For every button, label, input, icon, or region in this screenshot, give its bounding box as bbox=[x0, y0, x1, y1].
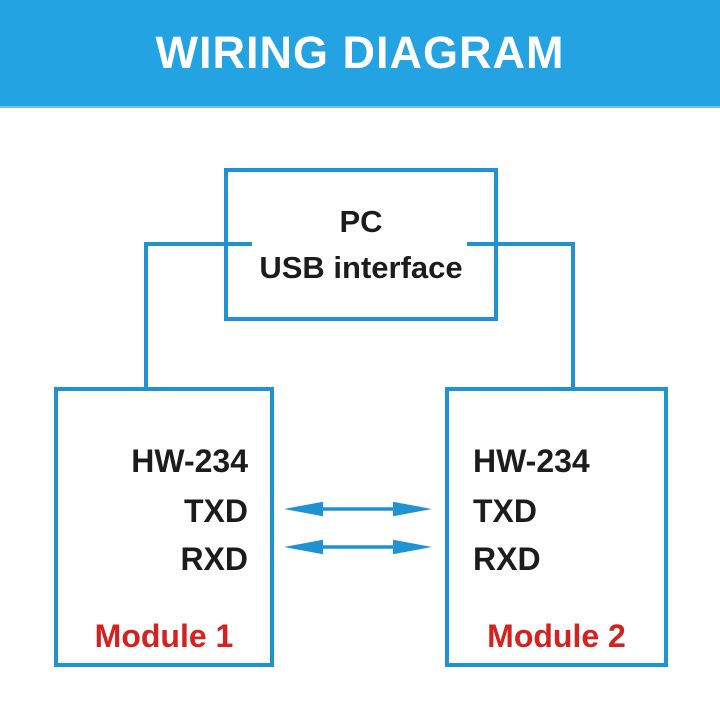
module2-box: HW-234 TXD RXD Module 2 bbox=[445, 387, 668, 667]
rxd-bidirectional-arrow-icon bbox=[284, 539, 432, 555]
module2-name-label: Module 2 bbox=[487, 618, 626, 654]
module1-rxd-label: RXD bbox=[180, 541, 248, 577]
module1-name-label: Module 1 bbox=[94, 618, 234, 654]
pc-left-stub-line bbox=[146, 242, 252, 246]
header-bar: WIRING DIAGRAM bbox=[0, 0, 720, 108]
pc-box: PC USB interface bbox=[224, 168, 498, 321]
txd-bidirectional-arrow-icon bbox=[284, 501, 432, 517]
module1-drop-line bbox=[144, 242, 148, 391]
module2-model-label: HW-234 bbox=[473, 443, 590, 479]
pc-right-stub-line bbox=[467, 242, 573, 246]
module2-drop-line bbox=[571, 242, 575, 391]
module1-box: HW-234 TXD RXD Module 1 bbox=[54, 387, 274, 667]
usb-interface-label: USB interface bbox=[259, 249, 463, 285]
module2-txd-label: TXD bbox=[473, 493, 537, 529]
module1-txd-label: TXD bbox=[184, 493, 248, 529]
module2-rxd-label: RXD bbox=[473, 541, 541, 577]
pc-label: PC bbox=[339, 203, 383, 239]
page-title: WIRING DIAGRAM bbox=[155, 27, 565, 78]
module1-model-label: HW-234 bbox=[131, 443, 248, 479]
